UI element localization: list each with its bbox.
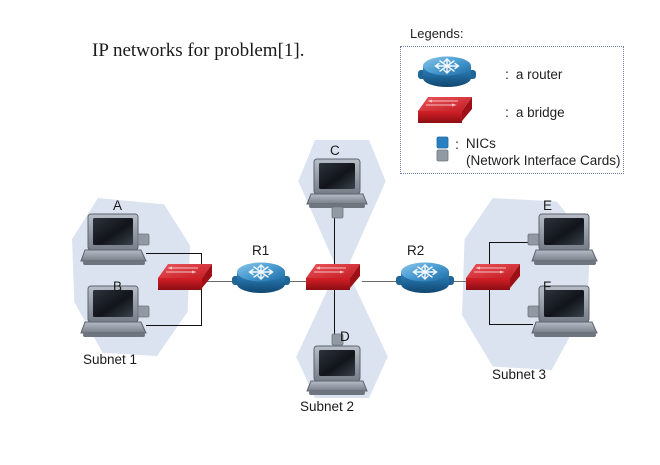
laptop-icon bbox=[306, 333, 368, 395]
laptop-icon bbox=[80, 285, 150, 337]
link-a-to-bridge1-h bbox=[146, 253, 202, 255]
router-icon bbox=[232, 262, 290, 293]
host-d-label: D bbox=[340, 329, 350, 344]
router-icon bbox=[418, 56, 476, 87]
link-bridge3-to-f-v bbox=[489, 281, 491, 325]
subnet-2-label: Subnet 2 bbox=[300, 399, 355, 414]
host-f-label: F bbox=[543, 279, 552, 294]
laptop-icon bbox=[527, 285, 598, 337]
host-c[interactable] bbox=[306, 158, 368, 220]
link-bridge3-to-e-v bbox=[489, 242, 491, 282]
legend-nics-label: NICs bbox=[465, 136, 496, 151]
link-bridge1-to-r1 bbox=[198, 281, 242, 283]
link-bridge3-to-f-h bbox=[489, 324, 533, 326]
host-f[interactable] bbox=[527, 284, 601, 340]
legend-bridge-label: a bridge bbox=[515, 104, 565, 120]
legend-router-label: a router bbox=[515, 66, 563, 82]
bridge-3[interactable] bbox=[466, 262, 522, 296]
link-b-to-bridge1-h bbox=[146, 325, 202, 327]
router-r2[interactable] bbox=[396, 258, 454, 302]
bridge-2[interactable] bbox=[306, 262, 362, 296]
host-b-label: B bbox=[113, 279, 123, 294]
bridge-icon bbox=[306, 264, 360, 290]
legend-nics-sublabel: (Network Interface Cards) bbox=[466, 153, 621, 168]
laptop-icon bbox=[80, 213, 150, 265]
router-r1-label: R1 bbox=[252, 243, 270, 258]
link-bridge2-to-d bbox=[334, 288, 336, 340]
link-bridge3-to-e-h bbox=[489, 242, 533, 244]
legend-heading: Legends: bbox=[410, 26, 464, 41]
host-a-label: A bbox=[113, 198, 123, 213]
page-title: IP networks for problem[1]. bbox=[92, 40, 305, 61]
legend-item-nics: : NICs bbox=[436, 136, 496, 162]
bridge-1[interactable] bbox=[158, 262, 214, 296]
laptop-icon bbox=[527, 213, 598, 265]
legend-item-router: : a router bbox=[418, 52, 562, 96]
link-c-to-bridge2 bbox=[334, 215, 336, 273]
router-r1[interactable] bbox=[232, 258, 290, 302]
host-a[interactable] bbox=[80, 212, 158, 268]
host-e[interactable] bbox=[527, 212, 601, 268]
host-d[interactable] bbox=[306, 333, 368, 396]
legend-item-bridge: : a bridge bbox=[418, 95, 565, 129]
link-bridge2-to-r2 bbox=[362, 281, 406, 283]
subnet-3-label: Subnet 3 bbox=[492, 367, 547, 382]
legend-bridge-colon: : bbox=[505, 104, 509, 120]
host-b[interactable] bbox=[80, 284, 158, 340]
host-c-label: C bbox=[330, 143, 340, 158]
router-r2-label: R2 bbox=[407, 243, 425, 258]
subnet-1-label: Subnet 1 bbox=[83, 352, 138, 367]
bridge-icon bbox=[418, 97, 472, 123]
bridge-icon bbox=[158, 264, 212, 290]
router-icon bbox=[396, 262, 454, 293]
link-r1-to-bridge2 bbox=[284, 281, 318, 283]
link-r1-left-stub bbox=[224, 281, 238, 283]
host-e-label: E bbox=[543, 198, 553, 213]
link-r2-to-bridge3 bbox=[448, 281, 482, 283]
nic-icon bbox=[436, 136, 449, 162]
bridge-icon bbox=[466, 264, 520, 290]
legend-nics-colon: : bbox=[455, 136, 459, 152]
legend-router-colon: : bbox=[505, 66, 509, 82]
laptop-icon bbox=[306, 158, 368, 219]
